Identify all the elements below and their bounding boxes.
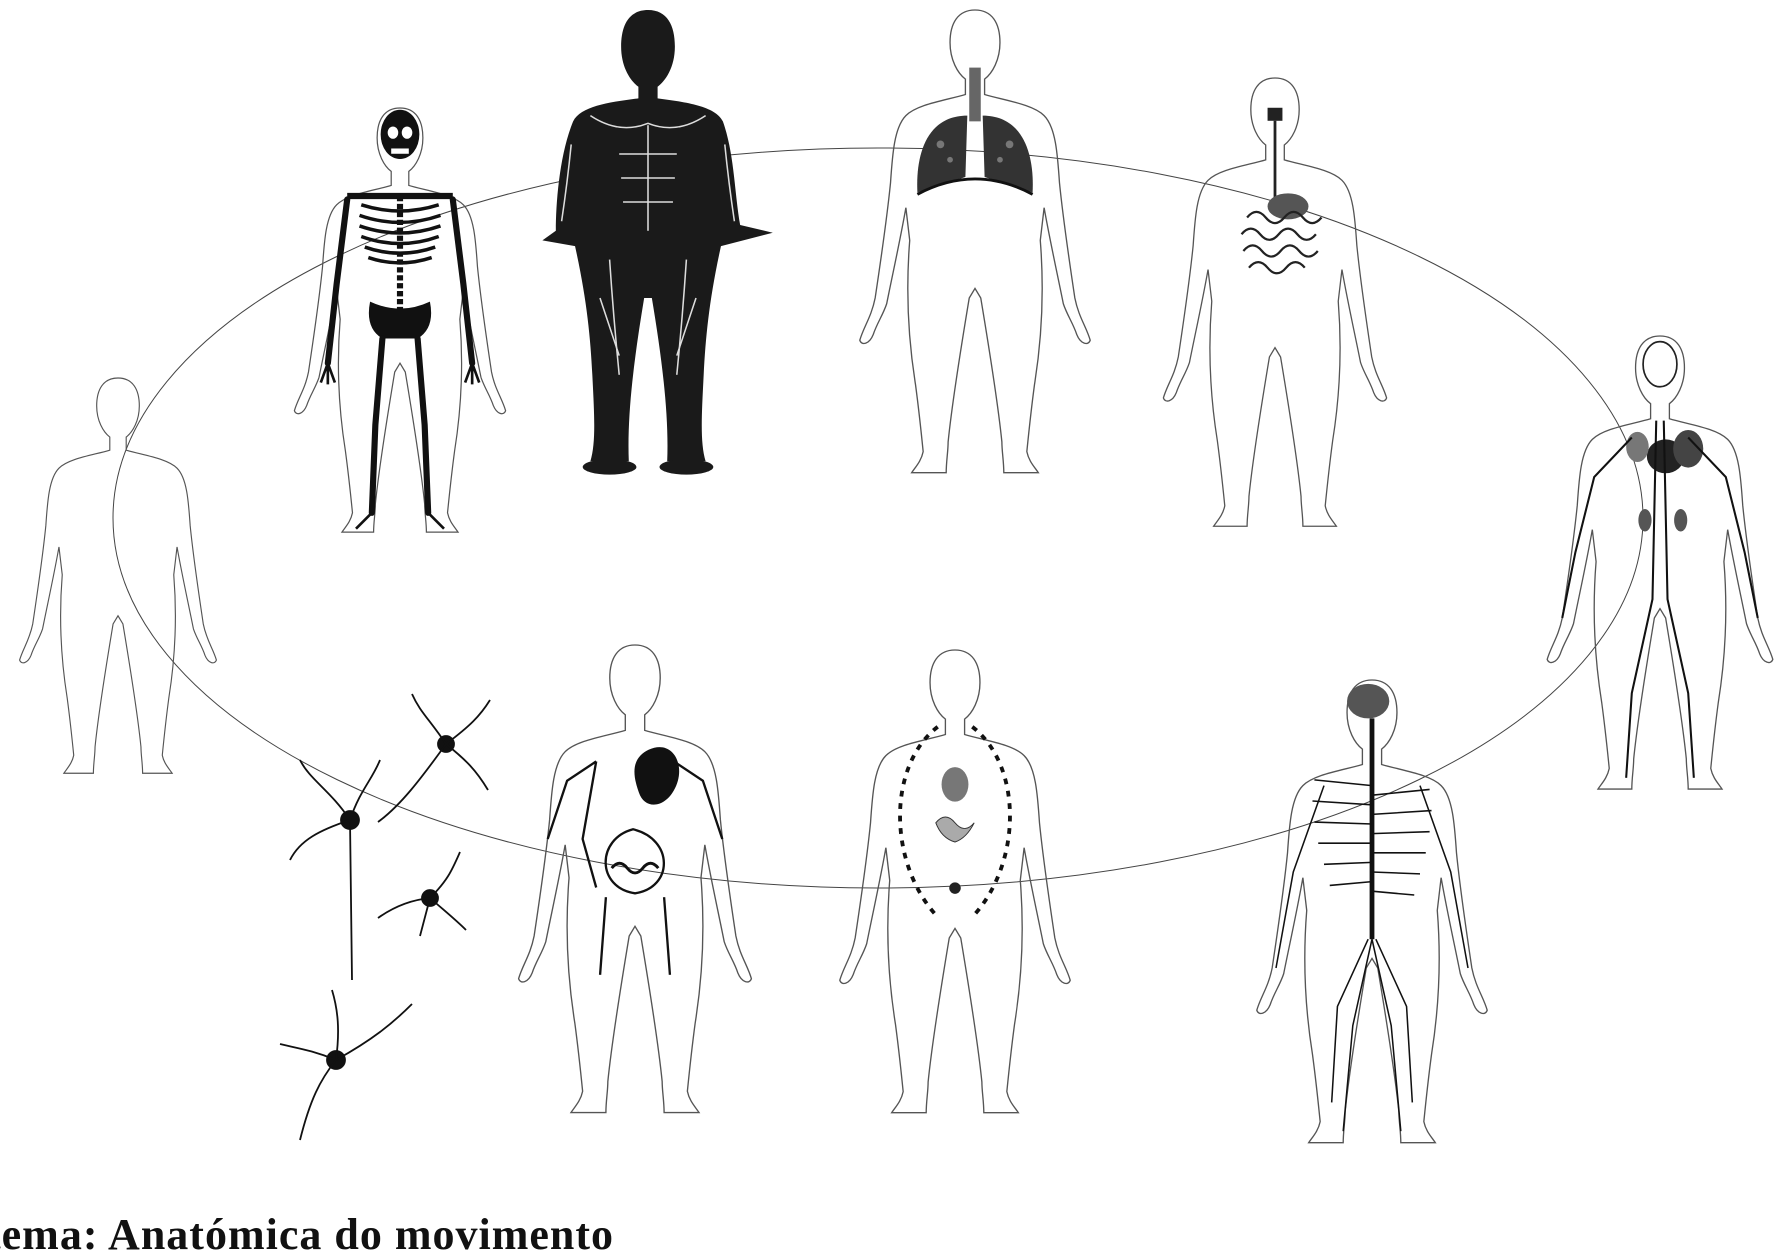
figure-muscular-system [542, 10, 772, 475]
figure-lymphatic-system [519, 645, 752, 1113]
figure-skeletal-system [294, 108, 505, 532]
figure-digestive-system [1163, 78, 1386, 526]
figure-excretory-system [840, 650, 1070, 1113]
figure-neurons [280, 694, 490, 1140]
figure-nervous-system [1257, 680, 1487, 1143]
caption-title: tema: Anatómica do movimento [0, 1213, 614, 1257]
figure-outline-body [20, 378, 217, 773]
figure-respiratory-system [860, 10, 1090, 473]
figure-circulatory-system [1547, 336, 1773, 789]
